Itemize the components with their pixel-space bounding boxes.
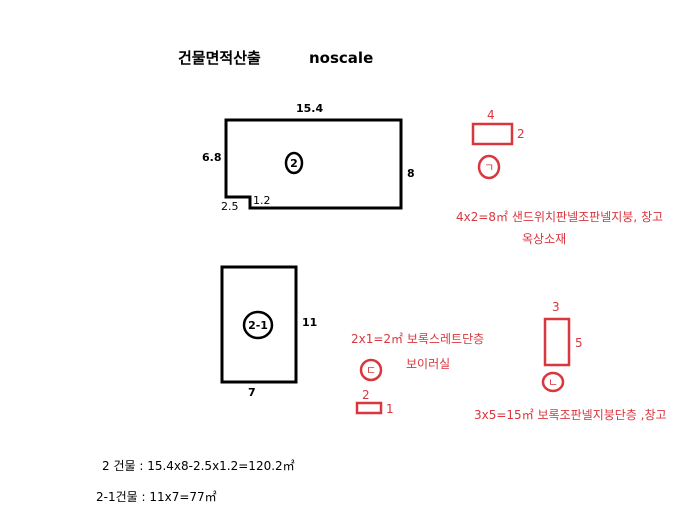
formula-building-2-1: 2-1건물 : 11x7=77㎡ bbox=[96, 490, 217, 504]
building-2-outline bbox=[224, 118, 403, 210]
building-2-1-marker bbox=[242, 310, 274, 340]
building-2-1-label: 2-1 bbox=[248, 319, 268, 332]
annex-c-area-text: 3x5=15㎡ 보록조판넬지붕단층 ,창고 bbox=[474, 408, 667, 422]
annex-a-area-text-line2: 옥상소재 bbox=[522, 232, 566, 246]
building-2-notch-height: 1.2 bbox=[253, 194, 271, 207]
building-2-left-dim: 6.8 bbox=[202, 151, 222, 164]
building-2-1-right-dim: 11 bbox=[302, 316, 317, 329]
annex-b-label: ㄷ bbox=[366, 364, 376, 377]
annex-c-label: ㄴ bbox=[548, 376, 558, 389]
annex-a-outline bbox=[471, 122, 514, 146]
annex-c-marker bbox=[541, 371, 565, 393]
building-2-marker bbox=[284, 151, 304, 175]
annex-a-height: 2 bbox=[517, 127, 525, 141]
annex-b-width: 2 bbox=[362, 388, 370, 402]
building-2-label: 2 bbox=[290, 157, 298, 170]
annex-a-area-text: 4x2=8㎡ 샌드위치판넬조판넬지붕, 창고 bbox=[456, 210, 663, 224]
building-2-1-bottom-dim: 7 bbox=[248, 386, 256, 399]
title-text: 건물면적산출 bbox=[178, 49, 261, 67]
annex-a-marker bbox=[477, 154, 501, 180]
annex-b-area-text-line2: 보이러실 bbox=[406, 357, 450, 371]
formula-building-2: 2 건물 : 15.4x8-2.5x1.2=120.2㎡ bbox=[102, 459, 295, 473]
annex-c-outline bbox=[543, 317, 571, 367]
building-2-top-dim: 15.4 bbox=[296, 102, 323, 115]
annex-c-width: 3 bbox=[552, 300, 560, 314]
scale-note: noscale bbox=[309, 49, 373, 67]
building-2-right-dim: 8 bbox=[407, 167, 415, 180]
annex-a-label: ㄱ bbox=[484, 161, 494, 174]
annex-b-area-text: 2x1=2㎡ 보록스레트단층 bbox=[351, 332, 484, 346]
annex-b-marker bbox=[359, 358, 383, 382]
building-2-1-outline bbox=[220, 265, 298, 384]
annex-c-height: 5 bbox=[575, 336, 583, 350]
annex-b-outline bbox=[355, 401, 383, 415]
annex-b-height: 1 bbox=[386, 402, 394, 416]
annex-a-width: 4 bbox=[487, 108, 495, 122]
building-2-notch-width: 2.5 bbox=[221, 200, 239, 213]
